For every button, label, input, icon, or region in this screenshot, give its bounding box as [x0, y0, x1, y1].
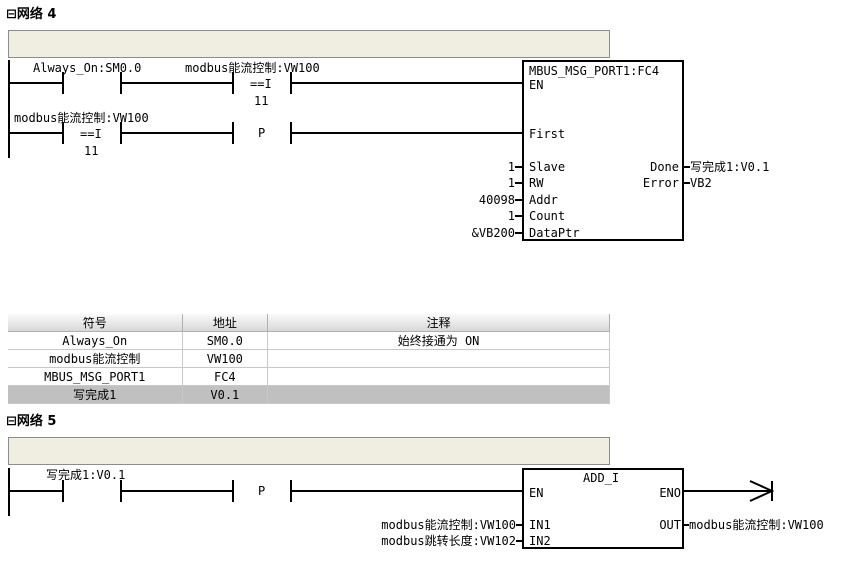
network-5-title: 网络 5 — [16, 414, 57, 429]
pin-stub — [515, 215, 522, 217]
compare-2-value[interactable]: 11 — [84, 144, 99, 158]
compare-2-op: ==I — [80, 127, 102, 141]
compare-1-value[interactable]: 11 — [254, 94, 269, 108]
address-cell: FC4 — [182, 367, 269, 386]
pin-stub — [684, 182, 690, 184]
pin-stub — [515, 232, 522, 234]
add-i-title: ADD_I — [583, 471, 620, 485]
power-rail — [8, 60, 10, 158]
symbol-cell: Always_On — [8, 331, 183, 350]
table-row[interactable]: Always_On SM0.0 始终接通为 ON — [8, 331, 610, 350]
comment-cell — [267, 367, 610, 386]
mbus-error-value[interactable]: VB2 — [690, 176, 712, 190]
contact-left-bar — [62, 480, 64, 502]
wire — [8, 490, 64, 492]
mbus-dataptr-pin: DataPtr — [529, 226, 580, 240]
compare-left-bar — [62, 122, 64, 144]
edge-left-bar — [232, 480, 234, 502]
edge-left-bar — [232, 122, 234, 144]
mbus-en-pin: EN — [529, 78, 544, 92]
network-5-comment[interactable] — [8, 437, 610, 465]
header-address[interactable]: 地址 — [182, 314, 269, 332]
wire — [290, 132, 524, 134]
pin-stub — [515, 199, 522, 201]
address-cell: V0.1 — [182, 385, 269, 404]
wire — [290, 82, 524, 84]
collapse-icon[interactable]: ⊟ — [6, 414, 17, 429]
add-i-en-pin: EN — [529, 486, 544, 500]
table-row-selected[interactable]: 写完成1 V0.1 — [8, 385, 610, 404]
positive-edge-label: P — [258, 126, 266, 140]
add-i-in1-value[interactable]: modbus能流控制:VW100 — [381, 518, 516, 532]
contact-always-on-label[interactable]: Always_On:SM0.0 — [33, 61, 142, 75]
mbus-rw-value[interactable]: 1 — [507, 176, 515, 190]
network-4-header[interactable]: ⊟网络 4 — [6, 8, 56, 22]
compare-left-bar — [232, 72, 234, 94]
wire — [684, 490, 772, 492]
rung-end-arrow-icon — [749, 480, 775, 502]
symbol-table-header: 符号 地址 注释 — [8, 314, 610, 332]
mbus-done-pin: Done — [650, 160, 679, 174]
add-i-in2-value[interactable]: modbus跳转长度:VW102 — [381, 534, 516, 548]
header-comment[interactable]: 注释 — [267, 314, 610, 332]
mbus-addr-pin: Addr — [529, 193, 558, 207]
add-i-out-value[interactable]: modbus能流控制:VW100 — [689, 518, 824, 532]
power-rail — [8, 468, 10, 516]
address-cell: VW100 — [182, 349, 269, 368]
positive-edge-label: P — [258, 484, 266, 498]
network-4-comment[interactable] — [8, 30, 610, 58]
wire — [120, 490, 234, 492]
pin-stub — [516, 524, 522, 526]
network-4-title: 网络 4 — [16, 7, 57, 22]
mbus-block-title: MBUS_MSG_PORT1:FC4 — [529, 64, 660, 78]
comment-cell — [267, 385, 610, 404]
symbol-table: 符号 地址 注释 Always_On SM0.0 始终接通为 ON modbus… — [8, 314, 610, 404]
collapse-icon[interactable]: ⊟ — [6, 7, 17, 22]
add-i-block[interactable] — [522, 468, 684, 549]
mbus-slave-pin: Slave — [529, 160, 566, 174]
add-i-in2-pin: IN2 — [529, 534, 551, 548]
comment-cell — [267, 349, 610, 368]
mbus-first-pin: First — [529, 127, 566, 141]
add-i-eno-pin: ENO — [659, 486, 681, 500]
mbus-error-pin: Error — [642, 176, 679, 190]
symbol-cell: modbus能流控制 — [8, 349, 183, 368]
header-symbol[interactable]: 符号 — [8, 314, 183, 332]
comment-cell: 始终接通为 ON — [267, 331, 610, 350]
table-row[interactable]: modbus能流控制 VW100 — [8, 349, 610, 368]
mbus-msg-block[interactable] — [522, 60, 684, 241]
compare-1-label[interactable]: modbus能流控制:VW100 — [185, 61, 320, 75]
network-5-header[interactable]: ⊟网络 5 — [6, 415, 56, 429]
pin-stub — [515, 166, 522, 168]
contact-left-bar — [62, 72, 64, 94]
pin-stub — [516, 540, 522, 542]
address-cell: SM0.0 — [182, 331, 269, 350]
wire — [120, 82, 234, 84]
pin-stub — [515, 182, 522, 184]
mbus-done-value[interactable]: 写完成1:V0.1 — [690, 160, 770, 174]
add-i-out-pin: OUT — [659, 518, 681, 532]
compare-2-label[interactable]: modbus能流控制:VW100 — [14, 111, 149, 125]
mbus-rw-pin: RW — [529, 176, 544, 190]
wire — [8, 132, 64, 134]
mbus-dataptr-value[interactable]: &VB200 — [471, 226, 515, 240]
wire — [120, 132, 234, 134]
symbol-cell: MBUS_MSG_PORT1 — [8, 367, 183, 386]
wire — [290, 490, 524, 492]
contact-write-done-label[interactable]: 写完成1:V0.1 — [46, 468, 126, 482]
symbol-cell: 写完成1 — [8, 385, 183, 404]
wire — [8, 82, 64, 84]
pin-stub — [684, 166, 690, 168]
mbus-count-pin: Count — [529, 209, 566, 223]
compare-1-op: ==I — [250, 77, 272, 91]
add-i-in1-pin: IN1 — [529, 518, 551, 532]
mbus-count-value[interactable]: 1 — [507, 209, 515, 223]
pin-stub — [684, 524, 689, 526]
mbus-addr-value[interactable]: 40098 — [478, 193, 515, 207]
table-row[interactable]: MBUS_MSG_PORT1 FC4 — [8, 367, 610, 386]
mbus-slave-value[interactable]: 1 — [507, 160, 515, 174]
